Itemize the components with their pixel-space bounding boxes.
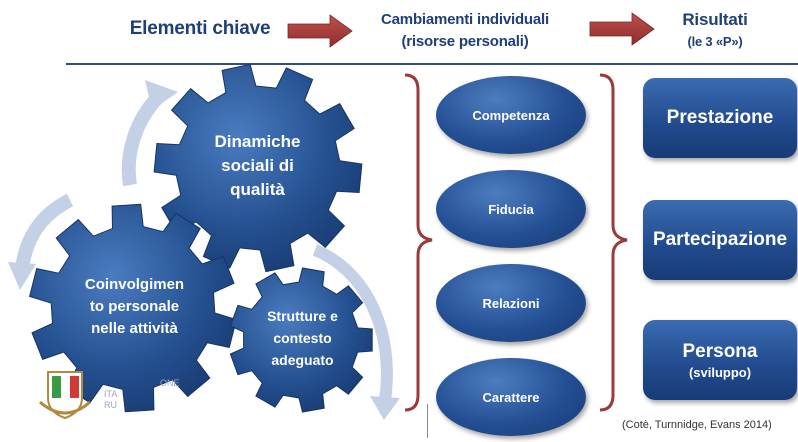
logo-partial-text: ONE ITA RU xyxy=(98,378,180,411)
logo-text-line: RU xyxy=(104,400,117,410)
gear-coinvolgimento xyxy=(28,203,238,413)
gear-label-line: Coinvolgimen xyxy=(84,276,185,293)
gear-label-line: Dinamiche xyxy=(214,132,301,151)
bracket-right xyxy=(599,73,628,412)
header-divider-line xyxy=(66,63,798,65)
result-subtitle: (sviluppo) xyxy=(688,364,752,380)
cycle-arrow-left xyxy=(15,193,74,271)
gear-label-line: sociali di xyxy=(221,156,294,175)
header-risultati: Risultati (le 3 «P») xyxy=(660,9,770,53)
header-risultati-sub: (le 3 «P») xyxy=(687,34,743,49)
cycle-arrow-top-head xyxy=(145,80,178,110)
gear-shape xyxy=(153,63,363,273)
gear-label-line: Strutture e xyxy=(267,308,338,324)
vertical-divider xyxy=(427,404,428,438)
gear-label-top: Dinamiche sociali di qualità xyxy=(195,130,320,202)
gear-label-line: to personale xyxy=(89,298,180,315)
header-risultati-title: Risultati xyxy=(682,10,748,29)
gear-strutture xyxy=(229,267,373,413)
gear-label-line: qualità xyxy=(230,180,285,199)
gear-shape xyxy=(28,203,238,413)
fir-logo xyxy=(39,371,91,420)
header-cambiamenti: Cambiamenti individuali (risorse persona… xyxy=(360,9,570,53)
arrow-right-icon xyxy=(589,12,655,46)
citation: (Cotè, Turnnidge, Evans 2014) xyxy=(622,419,772,431)
cycle-arrow-right-head xyxy=(370,396,400,420)
cycle-arrow-right xyxy=(312,244,393,401)
header-cambiamenti-sub: (risorse personali) xyxy=(401,33,529,50)
oval-fiducia: Fiducia xyxy=(436,170,586,248)
oval-competenza: Competenza xyxy=(436,76,586,154)
oval-relazioni: Relazioni xyxy=(436,264,586,342)
result-title: Persona xyxy=(682,340,758,362)
gear-label-line: contesto xyxy=(273,330,332,346)
logo-text-line: ITA xyxy=(104,389,118,399)
result-partecipazione: Partecipazione xyxy=(643,200,797,280)
gear-label-right: Strutture e contesto adeguato xyxy=(245,305,360,371)
header-cambiamenti-title: Cambiamenti individuali xyxy=(381,11,549,28)
result-prestazione: Prestazione xyxy=(643,78,797,158)
logo-text-line: ONE xyxy=(160,378,180,388)
bracket-left xyxy=(404,73,433,412)
gear-label-left: Coinvolgimen to personale nelle attività xyxy=(62,274,207,340)
result-title: Prestazione xyxy=(666,107,774,128)
gear-shape xyxy=(229,267,373,413)
result-persona: Persona (sviluppo) xyxy=(643,320,797,400)
gear-label-line: adeguato xyxy=(271,352,334,368)
gear-label-line: nelle attività xyxy=(91,320,178,337)
cycle-arrow-left-head xyxy=(8,262,36,290)
result-title: Partecipazione xyxy=(652,229,788,250)
arrow-right-icon xyxy=(287,14,353,48)
gear-dinamiche-sociali xyxy=(153,63,363,273)
oval-carattere: Carattere xyxy=(436,358,586,436)
header-elementi-chiave: Elementi chiave xyxy=(129,18,271,39)
